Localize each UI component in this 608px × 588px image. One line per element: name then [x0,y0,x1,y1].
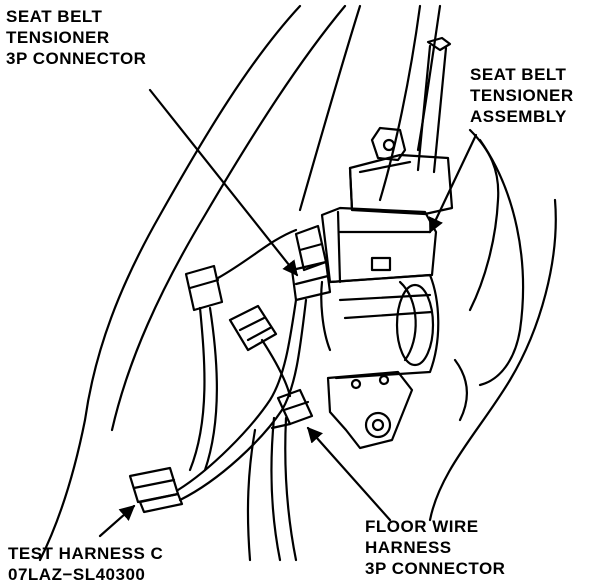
label-line: SEAT BELT [6,7,103,26]
leader-arrow-icon [98,504,136,538]
label-line: 3P CONNECTOR [6,49,147,68]
test-harness-upper-connector [184,264,224,312]
label-line: TENSIONER [6,28,110,47]
leader-arrow-icon [306,426,392,522]
tensioner-3p-connector [290,260,332,302]
test-harness-c-connector [128,466,184,514]
label-seat-belt-tensioner-assembly: SEAT BELT TENSIONER ASSEMBLY [470,64,574,127]
label-line: ASSEMBLY [470,107,567,126]
leader-lines [98,88,478,538]
label-line: FLOOR WIRE [365,517,479,536]
label-line: TEST HARNESS C [8,544,164,563]
floor-wire-3p-connector [270,388,314,430]
label-line: HARNESS [365,538,452,557]
label-line: SEAT BELT [470,65,567,84]
body-panel-lines [38,4,557,562]
label-seat-belt-tensioner-3p-connector: SEAT BELT TENSIONER 3P CONNECTOR [6,6,146,69]
label-line: 3P CONNECTOR [365,559,506,578]
label-floor-wire-harness-3p-connector: FLOOR WIRE HARNESS 3P CONNECTOR [365,516,505,579]
test-harness-mid-connector [228,304,278,352]
leader-arrow-icon [148,88,299,277]
leader-arrow-icon [428,133,478,234]
wire-harness [176,228,308,562]
tensioner-assembly [294,36,454,450]
label-line: TENSIONER [470,86,574,105]
label-test-harness-c: TEST HARNESS C 07LAZ−SL40300 [8,543,163,585]
label-line: 07LAZ−SL40300 [8,565,146,584]
